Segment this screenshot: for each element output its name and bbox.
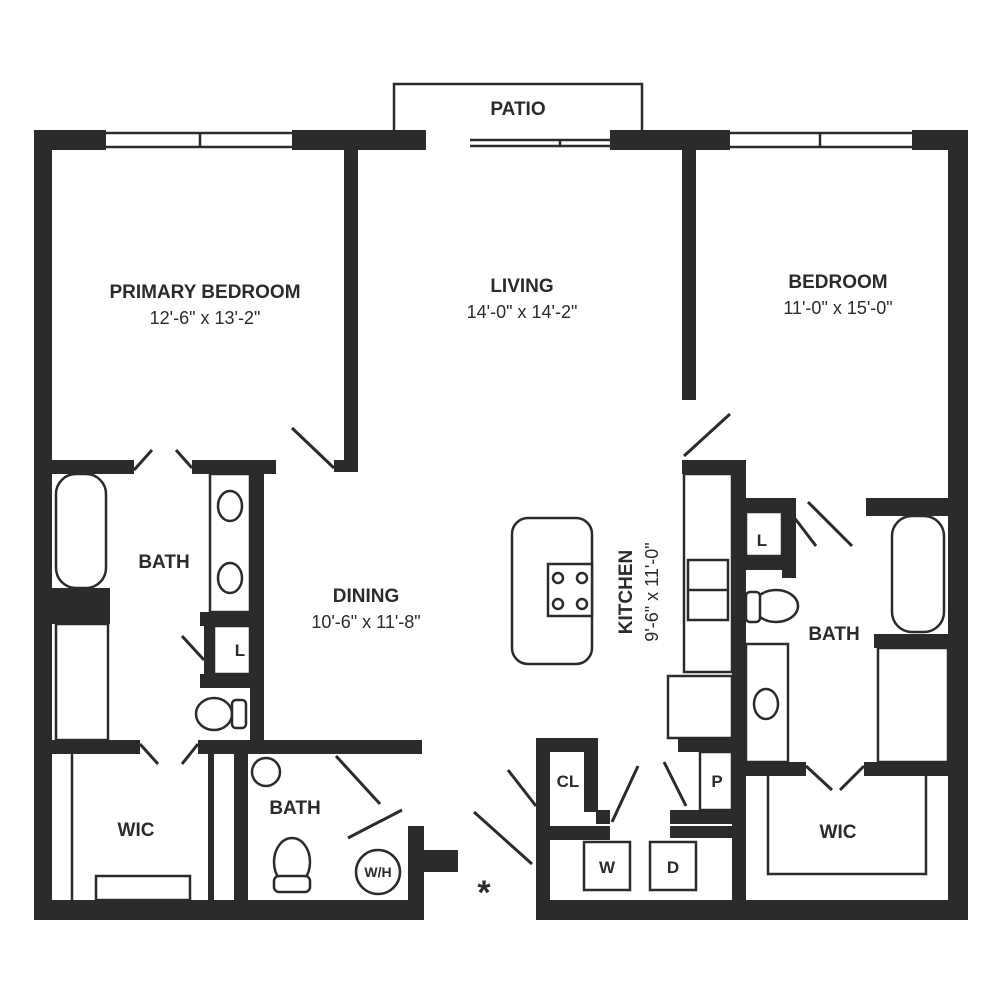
primary-bath-fixtures: L	[54, 472, 252, 742]
bedroom-dims: 11'-0" x 15'-0"	[783, 298, 892, 318]
interior-walls	[52, 150, 948, 920]
living-dims: 14'-0" x 14'-2"	[467, 302, 578, 322]
washer-label: W	[599, 858, 616, 877]
linen-closet	[212, 624, 252, 676]
sink-icon	[250, 756, 282, 788]
primary-bath-label: BATH	[138, 552, 189, 573]
water-heater-label: W/H	[364, 864, 391, 880]
shelf	[94, 874, 192, 902]
patio: PATIO	[392, 82, 644, 148]
dining-label: DINING	[333, 586, 400, 607]
toilet-icon	[194, 696, 234, 732]
shower	[54, 622, 110, 742]
bedroom-bath-label: BATH	[808, 624, 859, 645]
kitchen-fixtures	[510, 472, 734, 740]
dryer-label: D	[667, 858, 679, 877]
closet-label: CL	[557, 772, 580, 791]
hall-bath-fixtures: W/H	[250, 756, 402, 896]
shower	[876, 646, 950, 764]
windows	[106, 131, 912, 149]
right-bath-fixtures: L	[744, 510, 950, 764]
wic-right-fixtures	[766, 776, 928, 876]
hall-bath-label: BATH	[269, 798, 320, 819]
wic-right-label: WIC	[820, 822, 857, 843]
linen-label: L	[235, 641, 245, 660]
primary-bedroom-label: PRIMARY BEDROOM	[109, 282, 300, 303]
entry-mark: *	[477, 874, 491, 912]
room-labels: PRIMARY BEDROOM 12'-6" x 13'-2" LIVING 1…	[109, 272, 892, 843]
living-label: LIVING	[490, 276, 553, 297]
refrigerator	[666, 674, 734, 740]
dining-dims: 10'-6" x 11'-8"	[311, 612, 420, 632]
sink-icon	[216, 561, 244, 595]
bathtub-icon	[890, 514, 946, 634]
utility-fixtures: CL P W D *	[477, 750, 734, 912]
kitchen-label: KITCHEN	[616, 550, 637, 634]
dryer	[648, 840, 698, 892]
wic-left-label: WIC	[118, 820, 155, 841]
linen-closet	[744, 510, 784, 558]
washer	[582, 840, 632, 892]
bedroom-label: BEDROOM	[788, 272, 887, 293]
sink-icon	[216, 489, 244, 523]
bathtub-icon	[54, 472, 108, 590]
pantry-label: P	[711, 772, 722, 791]
linen-label: L	[757, 531, 767, 550]
kitchen-dims: 9'-6" x 11'-0"	[642, 542, 662, 641]
wic-left-fixtures	[70, 754, 192, 902]
patio-label: PATIO	[490, 99, 545, 120]
sink-icon	[752, 687, 780, 721]
doors	[132, 412, 866, 866]
primary-bedroom-dims: 12'-6" x 13'-2"	[150, 308, 261, 328]
water-heater	[354, 848, 402, 896]
exterior-walls	[34, 130, 968, 920]
